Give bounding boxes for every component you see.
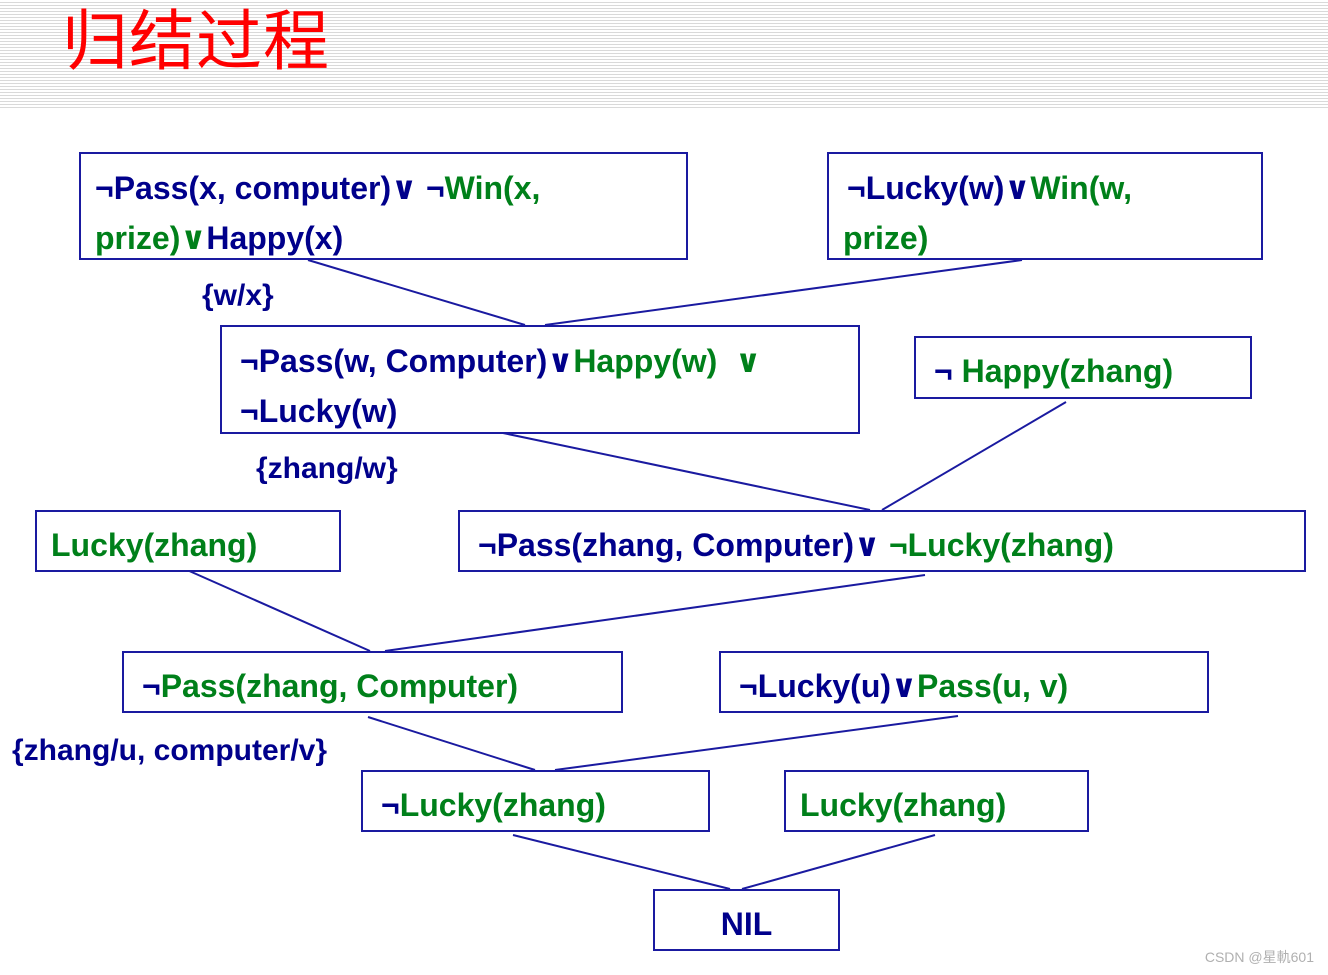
resolvent-box-3: ¬Pass(zhang, Computer) — [122, 651, 623, 713]
clause-text: ¬Lucky(u)∨ — [739, 668, 918, 704]
edge-c3-r2 — [881, 401, 1067, 511]
edge-r3-r4 — [367, 716, 536, 771]
substitution-label: {zhang/w} — [256, 452, 398, 485]
clause-text: prize)∨ — [95, 220, 207, 256]
clause-text: ¬ — [847, 170, 866, 206]
clause-text: ¬Pass(w, Computer)∨ — [240, 343, 574, 379]
edge-r1-r2 — [502, 432, 871, 511]
clause-line: ¬ Happy(zhang) — [934, 346, 1173, 396]
clause-text: Pass(zhang, Computer) — [160, 668, 519, 704]
clause-box-lucky-zhang-2: Lucky(zhang) — [784, 770, 1089, 832]
substitution-label: {zhang/u, computer/v} — [12, 734, 328, 767]
clause-line: NIL — [655, 899, 838, 949]
substitution-label: {w/x} — [202, 279, 274, 312]
watermark: CSDN @星軌601 — [1204, 949, 1314, 965]
edge-c4-r3 — [177, 565, 371, 652]
clause-text: Win(x, — [444, 170, 541, 206]
clause-text: Pass(u, v) — [917, 668, 1069, 704]
clause-box-lucky-zhang: Lucky(zhang) — [35, 510, 341, 572]
edge-c6-nil — [741, 834, 936, 890]
clause-text: ¬Lucky(w) — [240, 393, 398, 429]
clause-text: ¬ — [381, 787, 400, 823]
clause-line: ¬Pass(zhang, Computer) — [142, 661, 518, 711]
nil-text: NIL — [720, 906, 773, 942]
clause-text: Win(w, — [1030, 170, 1132, 206]
clause-line: prize) — [843, 213, 928, 263]
resolvent-box-2: ¬Pass(zhang, Computer)∨ ¬Lucky(zhang) — [458, 510, 1306, 572]
clause-text: prize) — [843, 220, 929, 256]
clause-line: ¬Pass(x, computer)∨ ¬Win(x, — [95, 163, 540, 213]
clause-line: ¬Lucky(u)∨Pass(u, v) — [739, 661, 1068, 711]
clause-line: ¬Lucky(w)∨Win(w, — [847, 163, 1132, 213]
clause-line: ¬Pass(w, Computer)∨Happy(w) ∨ — [240, 336, 761, 386]
clause-text: Lucky(w)∨ — [865, 170, 1031, 206]
clause-line: ¬Lucky(w) — [240, 386, 397, 436]
clause-line: Lucky(zhang) — [800, 780, 1006, 830]
header-band — [0, 0, 1328, 108]
clause-line: ¬Lucky(zhang) — [381, 780, 606, 830]
clause-line: prize)∨Happy(x) — [95, 213, 343, 263]
clause-text: Happy(zhang) — [961, 353, 1174, 389]
clause-line: ¬Pass(zhang, Computer)∨ ¬Lucky(zhang) — [478, 520, 1114, 570]
clause-line: Lucky(zhang) — [51, 520, 257, 570]
clause-text: ¬ — [934, 353, 962, 389]
clause-text: Lucky(zhang) — [800, 787, 1007, 823]
page-title: 归结过程 — [62, 3, 330, 80]
clause-box-lucky-win: ¬Lucky(w)∨Win(w, prize) — [827, 152, 1263, 260]
clause-box-lucky-pass: ¬Lucky(u)∨Pass(u, v) — [719, 651, 1209, 713]
resolvent-box-4: ¬Lucky(zhang) — [361, 770, 710, 832]
resolvent-box-1: ¬Pass(w, Computer)∨Happy(w) ∨ ¬Lucky(w) — [220, 325, 860, 434]
clause-box-not-happy: ¬ Happy(zhang) — [914, 336, 1252, 399]
edge-c1-r1 — [307, 259, 526, 326]
clause-text: Lucky(zhang) — [51, 527, 258, 563]
edge-r4-nil — [512, 834, 731, 890]
edge-c5-r4 — [554, 715, 959, 771]
clause-text: ¬Lucky(zhang) — [888, 527, 1114, 563]
clause-text: ¬ — [142, 668, 161, 704]
edge-r2-r3 — [384, 574, 926, 652]
clause-text: ¬ — [417, 170, 445, 206]
clause-text: ¬Pass(zhang, Computer)∨ — [478, 527, 889, 563]
clause-text: ¬Pass(x, computer)∨ — [95, 170, 418, 206]
clause-text: Lucky(zhang) — [399, 787, 606, 823]
clause-text: Happy(x) — [206, 220, 344, 256]
clause-box-pass-win-happy: ¬Pass(x, computer)∨ ¬Win(x, prize)∨Happy… — [79, 152, 688, 260]
nil-box: NIL — [653, 889, 840, 951]
edge-c2-r1 — [544, 259, 1023, 326]
clause-text: Happy(w) ∨ — [573, 343, 762, 379]
